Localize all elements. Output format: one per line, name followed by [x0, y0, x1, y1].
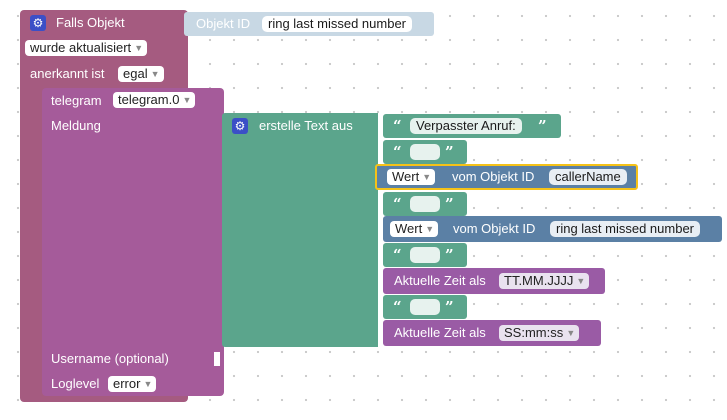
time-block-date[interactable]: Aktuelle Zeit als TT.MM.JJJJ ▼ — [383, 268, 605, 294]
username-input-socket[interactable] — [214, 352, 220, 366]
object-id-label: Objekt ID — [196, 16, 251, 31]
object-id-block[interactable]: Objekt ID ring last missed number — [184, 12, 434, 36]
ack-dropdown[interactable]: egal ▼ — [118, 66, 164, 82]
of-object-label: vom Objekt ID — [453, 221, 536, 236]
text-item-5[interactable]: “ ” — [383, 295, 467, 319]
quote-open-icon: “ — [393, 143, 402, 161]
event-block-rail — [20, 98, 42, 388]
event-title: Falls Objekt — [56, 15, 125, 30]
quote-open-icon: “ — [393, 117, 402, 135]
text-value-field[interactable] — [410, 144, 440, 160]
time-format-dropdown[interactable]: TT.MM.JJJJ ▼ — [499, 273, 590, 289]
text-join-block[interactable]: ⚙ erstelle Text aus — [222, 113, 382, 347]
time-block-time[interactable]: Aktuelle Zeit als SS:mm:ss ▼ — [383, 320, 601, 346]
text-item-2[interactable]: “ ” — [383, 140, 467, 164]
ack-value: egal — [123, 66, 148, 81]
trigger-value: wurde aktualisiert — [30, 40, 132, 55]
object-id-field[interactable]: ring last missed number — [550, 221, 700, 237]
loglevel-label: Loglevel — [51, 376, 100, 391]
quote-open-icon: “ — [393, 195, 402, 213]
text-item-1[interactable]: “ Verpasster Anruf: ” — [383, 114, 561, 138]
text-value-field[interactable]: Verpasster Anruf: — [410, 118, 522, 134]
chevron-down-icon: ▼ — [425, 224, 435, 234]
message-label: Meldung — [51, 118, 101, 133]
event-block-header[interactable] — [20, 10, 188, 36]
object-id-field[interactable]: callerName — [549, 169, 627, 185]
text-item-4[interactable]: “ ” — [383, 243, 467, 267]
of-object-label: vom Objekt ID — [452, 169, 535, 184]
instance-value: telegram.0 — [118, 92, 180, 107]
get-value-block[interactable]: Wert ▼ vom Objekt ID ring last missed nu… — [383, 216, 722, 242]
attribute-dropdown[interactable]: Wert ▼ — [390, 221, 439, 237]
text-item-3[interactable]: “ ” — [383, 192, 467, 216]
time-label: Aktuelle Zeit als — [394, 325, 486, 340]
event-block[interactable]: ⚙ Falls Objekt wurde aktualisiert ▼ aner… — [20, 10, 188, 402]
text-value-field[interactable] — [410, 196, 440, 212]
chevron-down-icon: ▼ — [182, 95, 192, 105]
loglevel-value: error — [113, 376, 141, 391]
telegram-block[interactable]: telegram telegram.0 ▼ Meldung Username (… — [42, 88, 224, 398]
attribute-value: Wert — [395, 221, 423, 236]
text-value-field[interactable] — [410, 299, 440, 315]
quote-close-icon: ” — [445, 246, 454, 264]
time-format-value: SS:mm:ss — [504, 325, 564, 340]
quote-open-icon: “ — [393, 246, 402, 264]
chevron-down-icon: ▼ — [150, 69, 160, 79]
text-join-label: erstelle Text aus — [259, 118, 353, 133]
get-value-block-selected[interactable]: Wert ▼ vom Objekt ID callerName — [375, 164, 638, 190]
time-label: Aktuelle Zeit als — [394, 273, 486, 288]
gear-icon[interactable]: ⚙ — [30, 15, 46, 31]
quote-close-icon: ” — [538, 117, 547, 135]
attribute-value: Wert — [392, 169, 420, 184]
text-value-field[interactable] — [410, 247, 440, 263]
quote-close-icon: ” — [445, 298, 454, 316]
chevron-down-icon: ▼ — [566, 328, 576, 338]
telegram-block-middle[interactable] — [42, 112, 224, 348]
object-id-field[interactable]: ring last missed number — [262, 16, 412, 32]
time-format-dropdown[interactable]: SS:mm:ss ▼ — [499, 325, 580, 341]
quote-close-icon: ” — [445, 195, 454, 213]
instance-label: telegram — [51, 93, 102, 108]
ack-label: anerkannt ist — [30, 66, 105, 81]
gear-icon[interactable]: ⚙ — [232, 118, 248, 134]
username-label: Username (optional) — [51, 351, 169, 366]
instance-dropdown[interactable]: telegram.0 ▼ — [113, 92, 196, 108]
chevron-down-icon: ▼ — [134, 43, 144, 53]
trigger-dropdown[interactable]: wurde aktualisiert ▼ — [25, 40, 148, 56]
chevron-down-icon: ▼ — [576, 276, 586, 286]
chevron-down-icon: ▼ — [143, 379, 153, 389]
loglevel-dropdown[interactable]: error ▼ — [108, 376, 157, 392]
attribute-dropdown[interactable]: Wert ▼ — [387, 169, 436, 185]
time-format-value: TT.MM.JJJJ — [504, 273, 574, 288]
quote-open-icon: “ — [393, 298, 402, 316]
quote-close-icon: ” — [445, 143, 454, 161]
text-join-socket-column — [378, 113, 386, 347]
chevron-down-icon: ▼ — [422, 172, 432, 182]
